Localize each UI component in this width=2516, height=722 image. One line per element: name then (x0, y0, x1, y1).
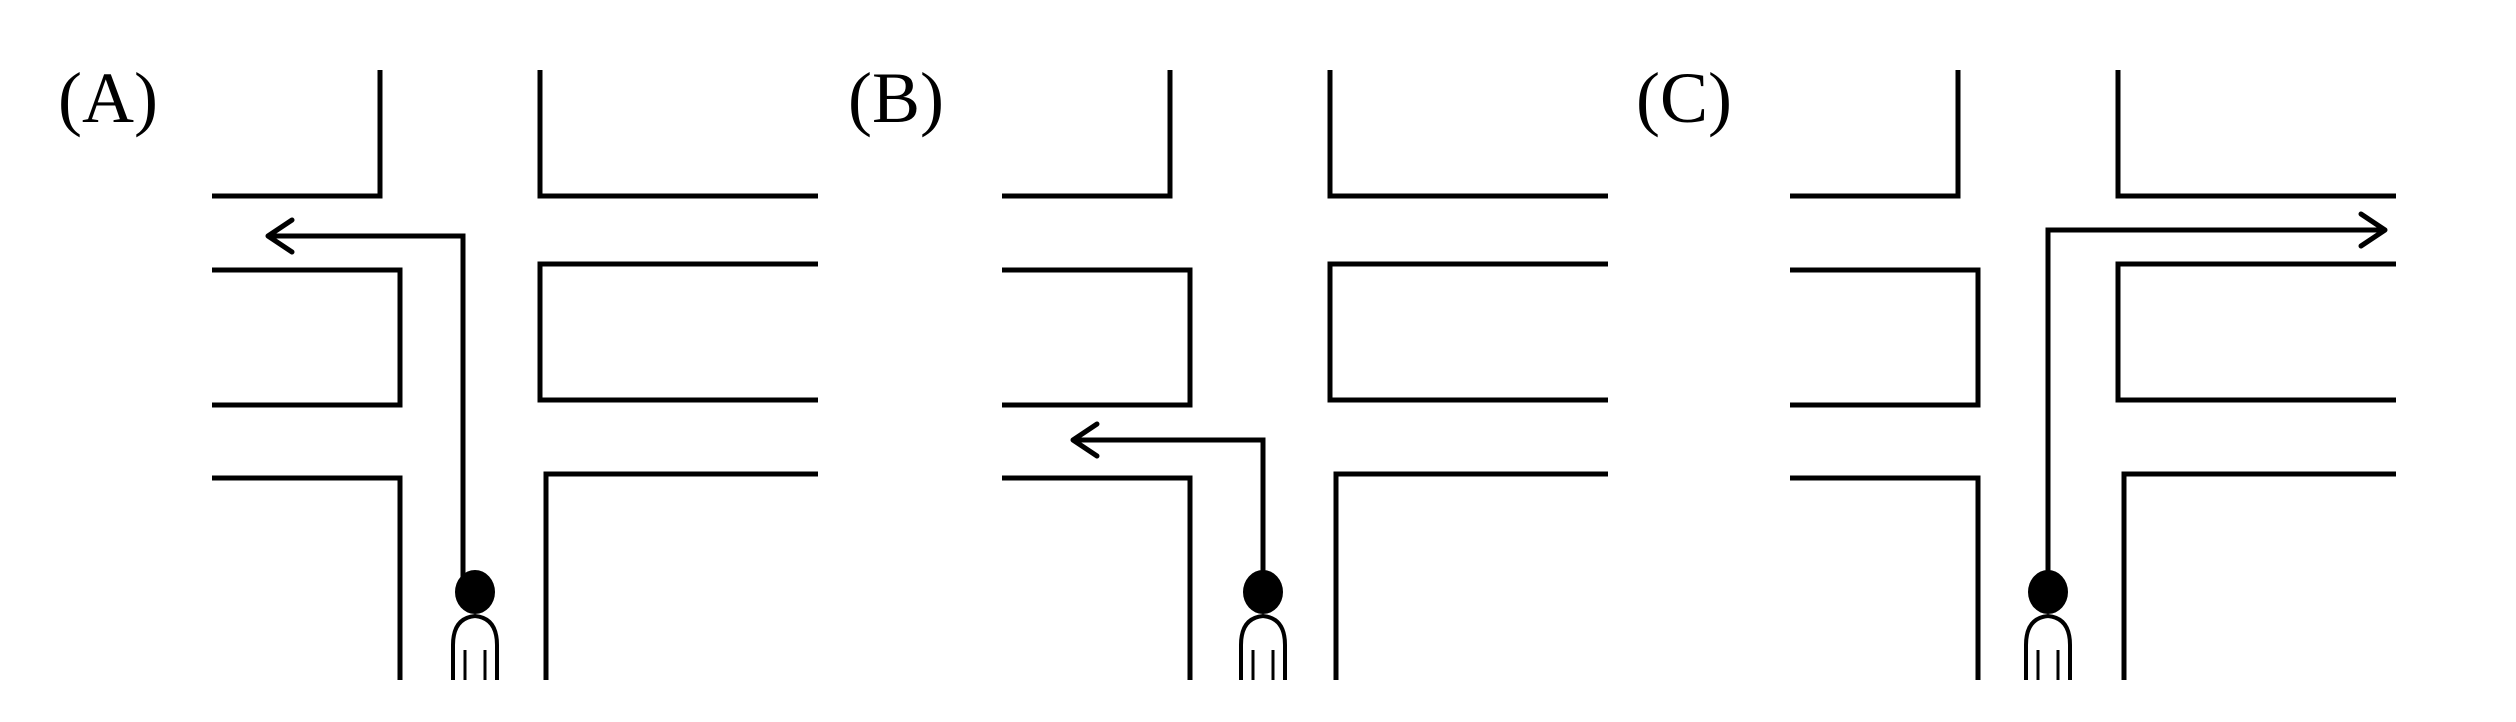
block-upper-right (537, 70, 818, 199)
street-map-c (1790, 70, 2396, 680)
block-lower-right (1333, 471, 1608, 680)
panel-b: (B) (790, 0, 1608, 722)
street-map-b (1002, 70, 1608, 680)
panel-a: (A) (0, 0, 818, 722)
person-figure (1239, 570, 1287, 680)
block-lower-left (1790, 475, 1981, 680)
route-arrow (2045, 211, 2388, 580)
block-middle-right (1327, 261, 1608, 403)
block-upper-left (1790, 70, 1961, 199)
panel-c: (C) (1578, 0, 2396, 722)
panel-label-c: (C) (1636, 58, 1732, 138)
block-upper-right (1327, 70, 1608, 199)
block-lower-right (2121, 471, 2396, 680)
block-lower-left (212, 475, 403, 680)
person-figure (2024, 570, 2072, 680)
arrowhead-left (1070, 421, 1100, 459)
route-arrow (1070, 421, 1266, 580)
block-lower-left (1002, 475, 1193, 680)
block-lower-right (543, 471, 818, 680)
block-upper-right (2115, 70, 2396, 199)
panel-label-a: (A) (58, 58, 158, 138)
route-arrow (265, 217, 466, 580)
arrowhead-left (265, 217, 295, 255)
street-map-a (212, 70, 818, 680)
block-upper-left (212, 70, 383, 199)
block-middle-right (2115, 261, 2396, 403)
panel-label-b: (B) (848, 58, 944, 138)
block-middle-right (537, 261, 818, 403)
block-middle-left (1002, 267, 1193, 408)
block-middle-left (212, 267, 403, 408)
person-figure (451, 570, 499, 680)
block-upper-left (1002, 70, 1173, 199)
block-middle-left (1790, 267, 1981, 408)
arrowhead-right (2358, 211, 2388, 249)
